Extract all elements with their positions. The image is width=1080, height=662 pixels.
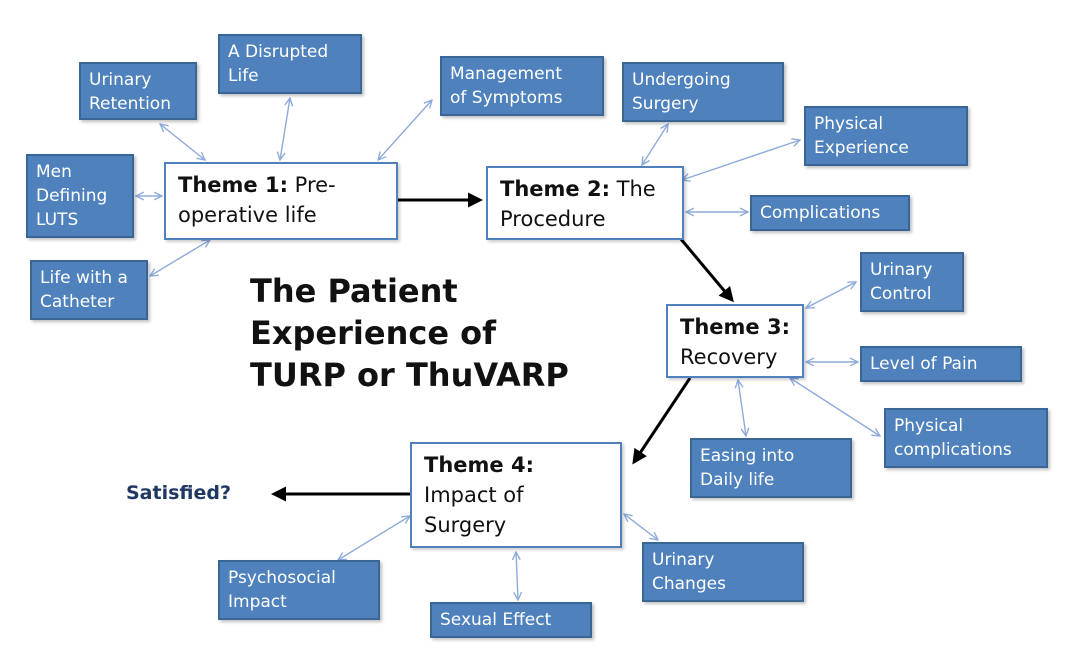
theme-1-label: Theme 1:	[178, 173, 288, 197]
outcome-satisfied: Satisfied?	[126, 482, 232, 504]
theme-2-text: The Procedure	[500, 177, 656, 231]
theme-3-label: Theme 3:	[680, 315, 790, 339]
subtheme-urinary-changes: Urinary Changes	[642, 542, 804, 602]
theme-4-box: Theme 4: Impact of Surgery	[410, 442, 622, 548]
subtheme-management-symptoms: Management of Symptoms	[440, 56, 604, 116]
link-catheter	[150, 240, 210, 276]
subtheme-physical-complications: Physical complications	[884, 408, 1048, 468]
subtheme-life-with-catheter: Life with a Catheter	[30, 260, 148, 320]
link-urinary-control	[806, 282, 856, 308]
theme-2-label: Theme 2:	[500, 177, 610, 201]
link-physical-exp	[682, 140, 800, 180]
flow-arrow-2-3	[678, 237, 734, 303]
link-sexual	[516, 552, 518, 600]
theme-1-text: Pre-operative life	[178, 173, 336, 227]
subtheme-level-of-pain: Level of Pain	[860, 346, 1022, 382]
theme-3-text: Recovery	[680, 345, 778, 369]
theme-4-label: Theme 4:	[424, 453, 534, 477]
subtheme-urinary-control: Urinary Control	[860, 252, 964, 312]
subtheme-easing-daily-life: Easing into Daily life	[690, 438, 852, 498]
theme-3-box: Theme 3: Recovery	[666, 304, 804, 378]
subtheme-psychosocial-impact: Psychosocial Impact	[218, 560, 380, 620]
subtheme-complications: Complications	[750, 195, 910, 231]
link-physical-comp	[790, 378, 880, 436]
link-urinary-changes	[624, 514, 658, 540]
link-disrupted-life	[280, 98, 290, 160]
subtheme-physical-experience: Physical Experience	[804, 106, 968, 166]
theme-2-box: Theme 2: The Procedure	[486, 166, 684, 240]
link-psychosocial	[338, 516, 410, 560]
link-undergoing	[642, 124, 668, 165]
flow-arrow-3-4	[632, 377, 692, 465]
subtheme-undergoing-surgery: Undergoing Surgery	[622, 62, 784, 122]
subtheme-disrupted-life: A Disrupted Life	[218, 34, 362, 94]
link-easing	[738, 380, 746, 436]
theme-1-box: Theme 1: Pre-operative life	[164, 162, 398, 240]
link-management	[378, 100, 432, 160]
diagram-title: The Patient Experience of TURP or ThuVAR…	[250, 272, 569, 394]
subtheme-sexual-effect: Sexual Effect	[430, 602, 592, 638]
link-retention	[160, 124, 205, 160]
subtheme-men-defining-luts: Men Defining LUTS	[26, 154, 134, 238]
subtheme-urinary-retention: Urinary Retention	[79, 62, 197, 120]
theme-4-text: Impact of Surgery	[424, 483, 524, 537]
